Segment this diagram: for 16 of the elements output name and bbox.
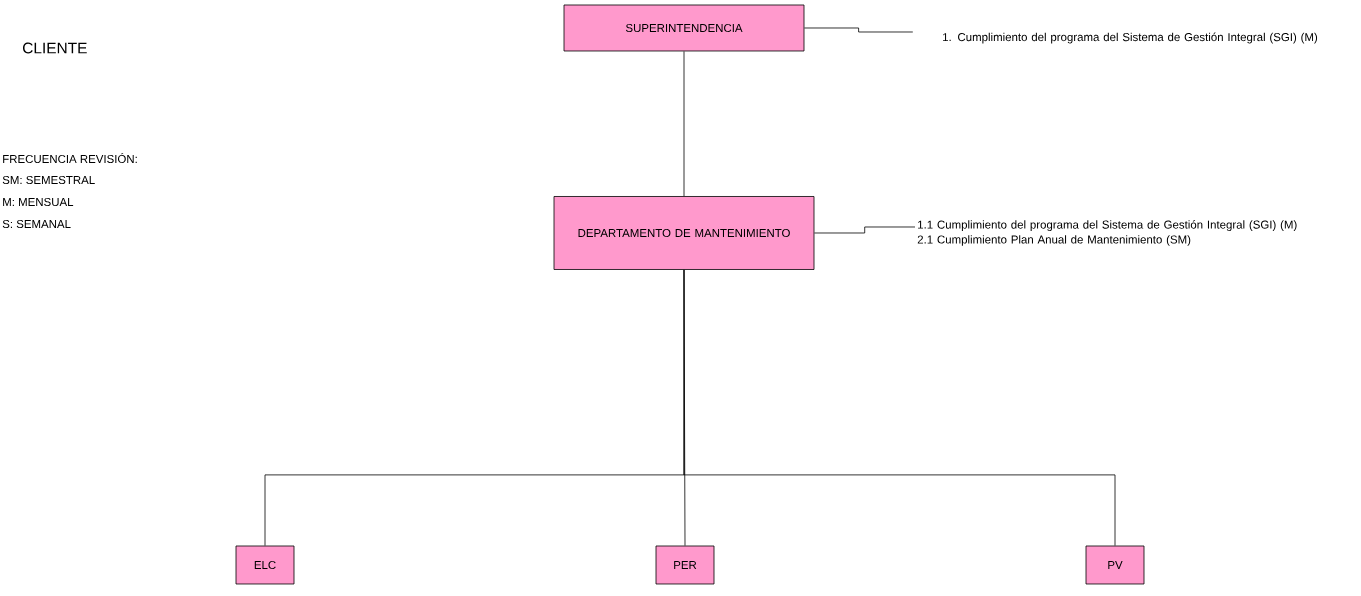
objective-text: 1. Cumplimiento del programa del Sistema de Gestión Integral (SGI) (M) [943,32,1318,44]
heading: CLIENTE [23,42,87,54]
connector-line [683,269,1116,546]
connector-line [683,51,685,197]
legend-text: M: MENSUAL [3,197,74,207]
connector-line [804,27,914,33]
org-box: PV [1085,545,1145,585]
org-box: ELC [235,545,295,585]
legend-text: SM: SEMESTRAL [2,175,95,185]
objective-text: 1.1 Cumplimiento del programa del Sistema de Gestión Integral (SGI) (M) 2.1 Cumplimiento Plan Anual de Mantenimiento (SM) [917,220,1297,246]
connector-line [814,226,916,234]
legend-text: S: SEMANAL [2,219,71,229]
org-box: PER [655,545,715,585]
legend-text: FRECUENCIA REVISIÓN: [3,152,137,163]
org-box: DEPARTAMENTO DE MANTENIMIENTO [553,196,815,270]
org-box: SUPERINTENDENCIA [563,4,805,52]
